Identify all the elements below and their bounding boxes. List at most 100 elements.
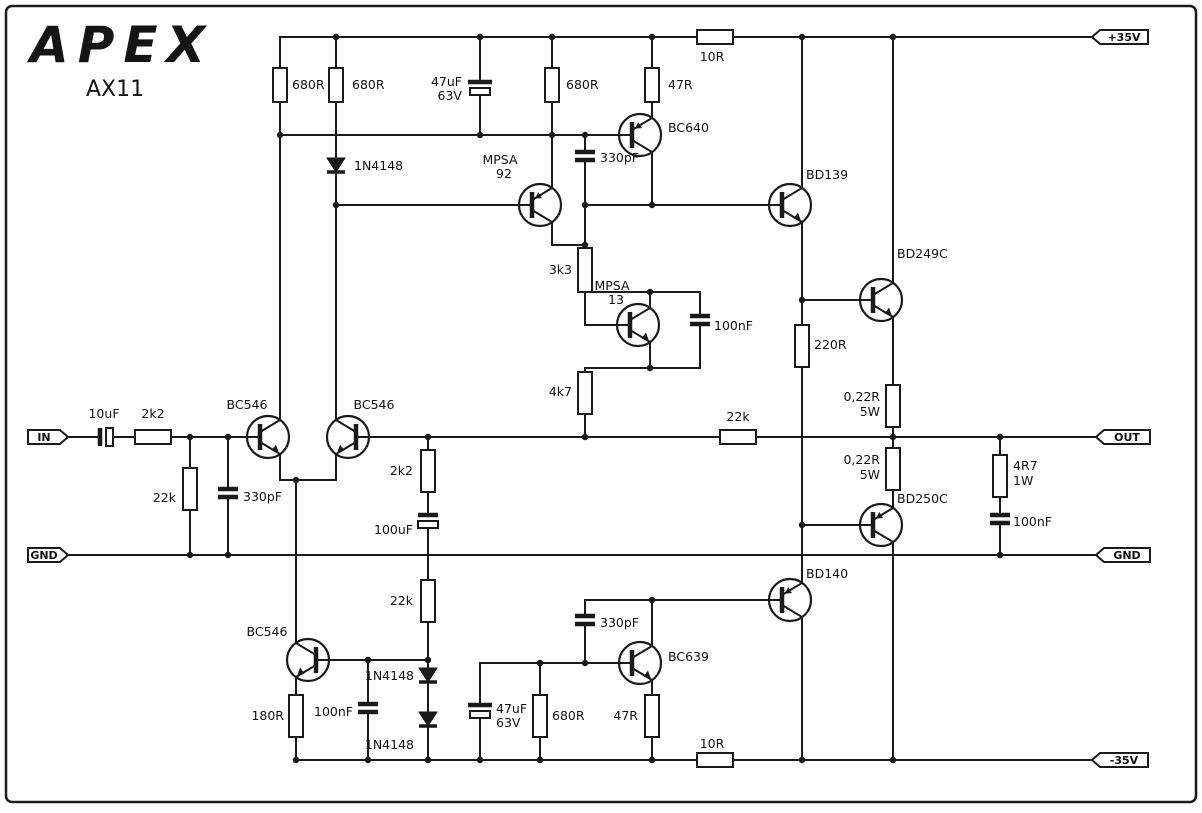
apex-logo: APEX [26, 16, 214, 74]
label-r4r7-rating: 1W [1013, 473, 1033, 488]
resistor-22k-input [182, 467, 198, 511]
label-r022-1-rating: 5W [860, 404, 880, 419]
ground-left-terminal [27, 547, 70, 563]
label-bd139: BD139 [806, 167, 848, 182]
label-r22k-input: 22k [153, 490, 177, 505]
diodes [326, 157, 438, 728]
resistor-47r-bottom [644, 694, 660, 738]
diode-1n4148-bottom-2 [418, 711, 438, 728]
capacitor-100uf-feedback [417, 512, 439, 529]
capacitor-47uf-top [468, 79, 492, 96]
resistor-2k2-feedback [420, 449, 436, 493]
label-r180: 180R [251, 708, 284, 723]
capacitor-100nf-bias [690, 313, 710, 327]
label-bc546-q3: BC546 [247, 624, 288, 639]
capacitor-330pf-input [218, 486, 238, 500]
label-c100u-feedback: 100uF [374, 522, 413, 537]
label-r2k2-input: 2k2 [141, 406, 164, 421]
label-c47u-top-value: 47uF [431, 74, 462, 89]
label-bc546-q2: BC546 [354, 397, 395, 412]
label-r4k7: 4k7 [549, 384, 572, 399]
transistor-mpsa13 [617, 304, 659, 346]
label-r10-bottom: 10R [700, 736, 725, 751]
diode-1n4148-bottom-1 [418, 667, 438, 684]
label-c10u-input: 10uF [88, 406, 119, 421]
label-r022-2-value: 0,22R [843, 452, 880, 467]
capacitor-47uf-bottom [468, 702, 492, 719]
label-r22k-feedback: 22k [726, 409, 750, 424]
transistor-bd139 [769, 184, 811, 226]
output-terminal [1094, 429, 1151, 445]
transistors [247, 114, 902, 684]
label-r022-1-value: 0,22R [843, 389, 880, 404]
resistor-10r-top [696, 29, 734, 45]
capacitor-100nf-zobel [990, 512, 1010, 526]
resistor-22k-bias [420, 579, 436, 623]
resistor-022r-1 [885, 384, 901, 428]
capacitor-10uf-input [97, 427, 114, 447]
resistor-680r-bottom [532, 694, 548, 738]
label-r3k3: 3k3 [549, 262, 572, 277]
resistor-680r-1 [272, 67, 288, 103]
resistor-680r-3 [544, 67, 560, 103]
resistor-10r-bottom [696, 752, 734, 768]
transistor-bd249c [860, 279, 902, 321]
capacitor-330pf-bottom [575, 613, 595, 627]
transistor-bd140 [769, 579, 811, 621]
transistor-bd250c [860, 504, 902, 546]
label-mpsa13-2: 13 [608, 292, 624, 307]
label-r47-bottom: 47R [613, 708, 638, 723]
label-bd250c: BD250C [897, 491, 948, 506]
input-terminal-label: IN [37, 431, 50, 444]
label-r022-2-rating: 5W [860, 467, 880, 482]
label-r220: 220R [814, 337, 847, 352]
label-r4r7-value: 4R7 [1013, 458, 1038, 473]
resistor-4r7 [992, 454, 1008, 498]
label-bd249c: BD249C [897, 246, 948, 261]
label-c330p-bottom: 330pF [600, 615, 639, 630]
transistor-bc546-q3 [287, 639, 329, 681]
terminals: IN GND OUT GND +35V -35V [27, 29, 1151, 768]
positive-rail-label: +35V [1107, 31, 1141, 44]
label-bd140: BD140 [806, 566, 848, 581]
label-r680-1: 680R [292, 77, 325, 92]
label-bc640: BC640 [668, 120, 709, 135]
resistor-47r-top [644, 67, 660, 103]
label-r22k-bias: 22k [390, 593, 414, 608]
label-d3-bottom: 1N4148 [365, 737, 414, 752]
capacitors [97, 79, 1010, 719]
ground-left-terminal-label: GND [30, 549, 57, 562]
label-c100n-q3: 100nF [314, 704, 353, 719]
labels: 680R 680R 47uF 63V 680R 47R 10R 1N4148 M… [88, 49, 1052, 752]
resistor-180r [288, 694, 304, 738]
transistor-mpsa92 [519, 184, 561, 226]
label-c330p-input: 330pF [243, 489, 282, 504]
ground-right-terminal [1094, 547, 1151, 563]
label-bc546-q1: BC546 [227, 397, 268, 412]
label-r10-top: 10R [700, 49, 725, 64]
resistor-022r-2 [885, 447, 901, 491]
negative-rail-label: -35V [1110, 754, 1139, 767]
label-r680-2: 680R [352, 77, 385, 92]
label-c100n-zobel: 100nF [1013, 514, 1052, 529]
label-c330p-top: 330pF [600, 150, 639, 165]
capacitor-100nf-q3 [358, 701, 378, 715]
model-label: AX11 [86, 77, 144, 102]
resistors [134, 29, 1008, 768]
label-mpsa92-1: MPSA [482, 152, 517, 167]
resistor-4k7 [577, 371, 593, 415]
output-terminal-label: OUT [1114, 431, 1140, 444]
ground-right-terminal-label: GND [1113, 549, 1140, 562]
resistor-3k3 [577, 247, 593, 293]
label-mpsa92-2: 92 [496, 166, 512, 181]
junction-dots [186, 33, 1004, 764]
schematic-border [4, 4, 1198, 804]
label-c100n-bias: 100nF [714, 318, 753, 333]
capacitor-330pf-top [575, 149, 595, 163]
label-r2k2-feedback: 2k2 [390, 463, 413, 478]
resistor-2k2-input [134, 429, 172, 445]
label-mpsa13-1: MPSA [594, 278, 629, 293]
label-bc639: BC639 [668, 649, 709, 664]
